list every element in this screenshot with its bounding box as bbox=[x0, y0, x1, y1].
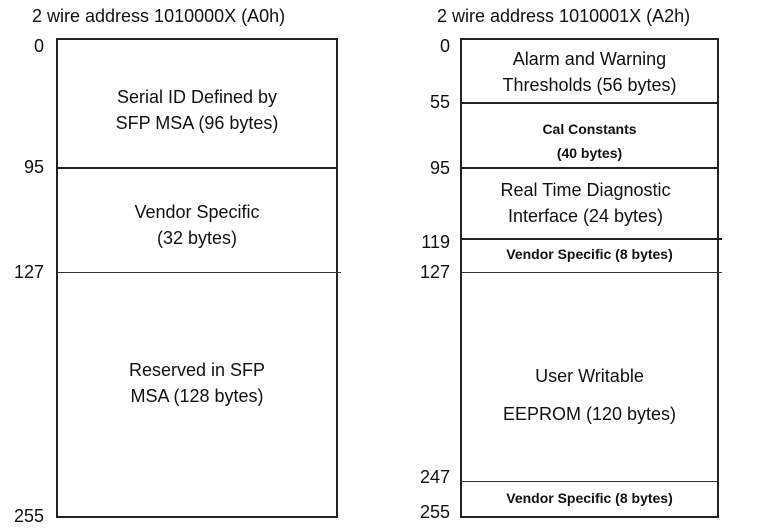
region-line: Thresholds (56 bytes) bbox=[502, 75, 677, 95]
right-addr-127: 127 bbox=[419, 262, 450, 282]
right-addr-255: 255 bbox=[419, 502, 450, 522]
right-divider-95 bbox=[460, 167, 719, 169]
right-addr-95: 95 bbox=[429, 158, 450, 178]
region-line: Vendor Specific bbox=[134, 202, 260, 222]
right-region-real-time-diagnostic: Real Time Diagnostic Interface (24 bytes… bbox=[456, 177, 715, 229]
region-line: SFP MSA (96 bytes) bbox=[115, 113, 279, 133]
region-line: Serial ID Defined by bbox=[116, 87, 278, 107]
right-memory-box bbox=[460, 38, 719, 518]
left-region-reserved: Reserved in SFP MSA (128 bytes) bbox=[56, 357, 338, 409]
right-addr-55: 55 bbox=[429, 92, 450, 112]
region-line: (40 bytes) bbox=[556, 145, 623, 161]
region-line: Real Time Diagnostic bbox=[500, 180, 671, 200]
left-addr-0: 0 bbox=[33, 36, 44, 56]
right-divider-55 bbox=[460, 102, 719, 104]
region-line: Interface (24 bytes) bbox=[507, 206, 664, 226]
left-addr-255: 255 bbox=[13, 506, 44, 526]
left-divider-127 bbox=[57, 272, 341, 273]
right-addr-119: 119 bbox=[421, 232, 450, 252]
region-line: (32 bytes) bbox=[156, 228, 238, 248]
region-line: Cal Constants bbox=[542, 121, 637, 137]
left-region-vendor-specific: Vendor Specific (32 bytes) bbox=[56, 199, 338, 251]
region-line: MSA (128 bytes) bbox=[130, 386, 264, 406]
right-region-alarm-thresholds: Alarm and Warning Thresholds (56 bytes) bbox=[460, 46, 719, 98]
left-region-serial-id: Serial ID Defined by SFP MSA (96 bytes) bbox=[56, 84, 338, 136]
region-line: Reserved in SFP bbox=[128, 360, 266, 380]
right-divider-247 bbox=[460, 481, 719, 482]
right-divider-127 bbox=[462, 272, 722, 273]
right-addr-0: 0 bbox=[439, 36, 450, 56]
left-memory-box bbox=[56, 38, 338, 518]
left-map-title: 2 wire address 1010000X (A0h) bbox=[32, 6, 286, 26]
right-addr-247: 247 bbox=[419, 467, 450, 487]
region-line: Alarm and Warning bbox=[512, 49, 667, 69]
region-line: User Writable bbox=[535, 366, 644, 386]
left-addr-95: 95 bbox=[23, 157, 44, 177]
right-map-title: 2 wire address 1010001X (A2h) bbox=[437, 6, 691, 26]
left-divider-95 bbox=[56, 167, 338, 169]
region-line: EEPROM (120 bytes) bbox=[502, 404, 677, 424]
left-addr-127: 127 bbox=[13, 262, 44, 282]
right-region-user-eeprom: User Writable EEPROM (120 bytes) bbox=[460, 357, 719, 433]
right-region-vendor-specific-2: Vendor Specific (8 bytes) bbox=[506, 490, 673, 506]
right-divider-119 bbox=[462, 238, 722, 240]
right-region-vendor-specific-1: Vendor Specific (8 bytes) bbox=[506, 246, 673, 262]
right-region-cal-constants: Cal Constants (40 bytes) bbox=[460, 117, 719, 165]
